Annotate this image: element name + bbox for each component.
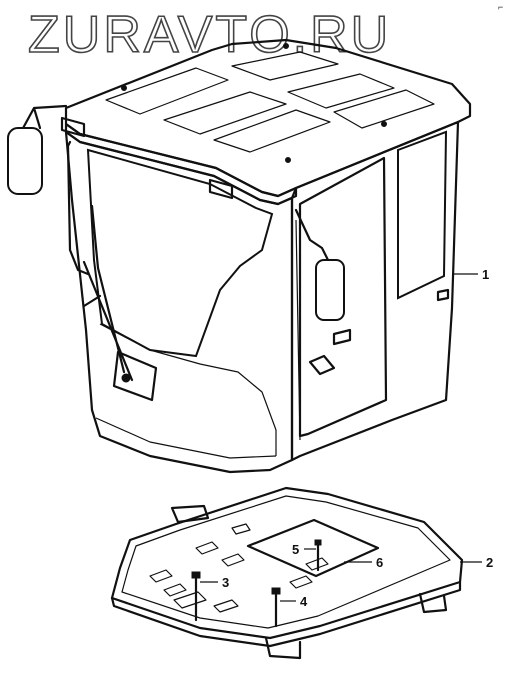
cab-base-rim xyxy=(95,417,277,459)
front-lower-panel xyxy=(99,323,277,456)
cab-side-body xyxy=(290,120,460,462)
left-grab-rail xyxy=(66,140,90,276)
door-hinge-rod xyxy=(295,219,301,441)
door-handle xyxy=(332,328,352,346)
side-window xyxy=(397,130,448,300)
door-latch-side xyxy=(436,288,450,302)
floor-inspection-plate xyxy=(246,518,380,578)
floor-bracket-right xyxy=(418,592,448,614)
floor-slots xyxy=(149,523,329,613)
watermark-text: ZURAVTO.RU xyxy=(28,6,391,64)
floor-bracket-front xyxy=(264,636,302,660)
callout-1-label: 1 xyxy=(482,267,489,282)
front-windshield xyxy=(86,148,274,358)
right-mirror-arm xyxy=(294,208,332,266)
left-lamp xyxy=(60,116,86,138)
wiper-arm xyxy=(82,204,134,382)
floor-plate-inner-rim xyxy=(121,495,451,629)
callout-3-label: 3 xyxy=(222,575,229,590)
bolt-5 xyxy=(314,539,322,572)
cab-assembly: 1 xyxy=(7,38,489,474)
roof-panels xyxy=(105,51,435,153)
door-latch xyxy=(308,354,336,376)
callout-4-label: 4 xyxy=(300,594,308,609)
right-mirror xyxy=(315,259,345,321)
callout-6-label: 6 xyxy=(376,555,383,570)
cab-door xyxy=(298,156,388,438)
front-plate xyxy=(112,350,158,402)
callout-2-label: 2 xyxy=(486,555,493,570)
callout-5-label: 5 xyxy=(292,542,299,557)
floor-plate-edge xyxy=(110,580,462,648)
cab-front-body xyxy=(64,130,294,474)
left-mirror xyxy=(7,104,68,195)
wiper-pivot xyxy=(121,373,131,383)
floor-plate-assembly: 2 3 4 5 6 xyxy=(110,486,493,660)
floor-bracket-left xyxy=(170,504,210,524)
center-lamp xyxy=(208,178,234,200)
corner-mark: ⌐ xyxy=(498,2,503,12)
bolt-3 xyxy=(191,571,201,622)
bolt-4 xyxy=(271,587,281,628)
roof-bolts xyxy=(121,43,387,163)
